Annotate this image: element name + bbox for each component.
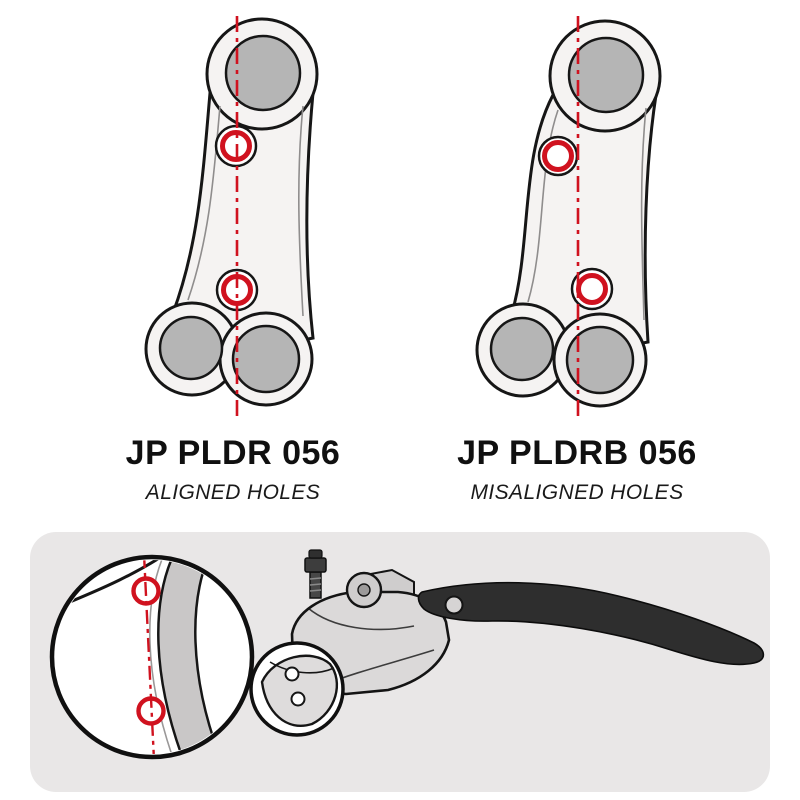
bevel-line bbox=[298, 105, 304, 317]
product-caption-left: JP PLDR 056 ALIGNED HOLES bbox=[68, 434, 398, 505]
hole-markers bbox=[220, 130, 253, 306]
product-name: JP PLDR 056 bbox=[125, 434, 341, 472]
adjuster-bolt bbox=[304, 549, 327, 599]
bracket-misaligned-figure bbox=[475, 16, 662, 416]
product-name: JP PLDRB 056 bbox=[457, 434, 697, 472]
bevel-line bbox=[640, 107, 647, 321]
hole-markers bbox=[542, 140, 608, 305]
lever-blade bbox=[417, 581, 765, 666]
zoomed-hole-markers bbox=[131, 576, 166, 726]
zoomed-part-edge bbox=[157, 560, 228, 754]
magnifier-small bbox=[249, 641, 345, 737]
zoomed-centerline bbox=[142, 560, 156, 754]
lever-assembly-panel bbox=[30, 532, 770, 792]
bevel-line bbox=[187, 105, 221, 301]
lever-pivot bbox=[444, 595, 464, 615]
clamp-bores bbox=[489, 36, 645, 395]
magnifier-large bbox=[49, 554, 255, 760]
lever-assembly-illustration bbox=[49, 549, 765, 760]
bevel-line bbox=[527, 109, 559, 303]
clamp-bores bbox=[158, 34, 302, 394]
product-subtitle: MISALIGNED HOLES bbox=[470, 480, 684, 504]
bracket-aligned-figure bbox=[144, 16, 319, 416]
product-subtitle: ALIGNED HOLES bbox=[145, 480, 321, 504]
product-caption-right: JP PLDRB 056 MISALIGNED HOLES bbox=[412, 434, 742, 505]
